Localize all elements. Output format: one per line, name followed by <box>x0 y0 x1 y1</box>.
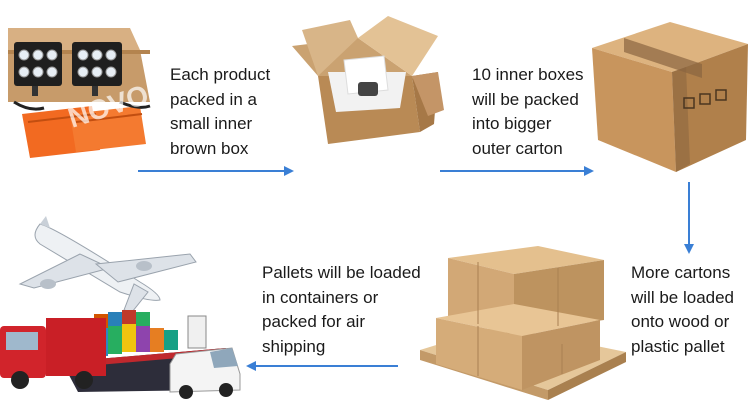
outer-carton-image <box>592 22 748 172</box>
step-3-line: plastic pallet <box>631 336 725 356</box>
van-icon <box>169 347 241 399</box>
pallet-image <box>420 246 626 400</box>
truck-icon <box>0 318 106 389</box>
step-4-line: packed for air <box>262 312 365 331</box>
product-lights-image: NOVO <box>8 28 152 158</box>
step-4-text: Pallets will be loaded in containers or … <box>262 261 421 359</box>
inner-box-image <box>292 16 444 144</box>
transport-image <box>0 216 241 399</box>
step-1-line: brown box <box>170 138 249 158</box>
step-1-line: packed in a <box>170 89 257 109</box>
step-3-line: will be loaded <box>631 287 735 307</box>
step-1-text: Each product packed in a small inner bro… <box>170 63 270 161</box>
step-2-line: will be packed <box>472 89 579 109</box>
step-2-text: 10 inner boxes will be packed into bigge… <box>472 63 584 161</box>
step-2-line: outer carton <box>472 138 563 158</box>
step-4-line: Pallets will be loaded <box>262 263 421 282</box>
step-4-line: shipping <box>262 336 326 356</box>
step-4-line: in containers or <box>262 287 379 307</box>
step-3-line: onto wood or <box>631 312 730 331</box>
step-3-text: More cartons will be loaded onto wood or… <box>631 261 734 359</box>
step-2-line: into bigger <box>472 114 552 133</box>
step-2-line: 10 inner boxes <box>472 65 584 84</box>
step-3-line: More cartons <box>631 263 731 282</box>
step-1-line: small inner <box>170 114 253 133</box>
step-1-line: Each product <box>170 65 271 84</box>
